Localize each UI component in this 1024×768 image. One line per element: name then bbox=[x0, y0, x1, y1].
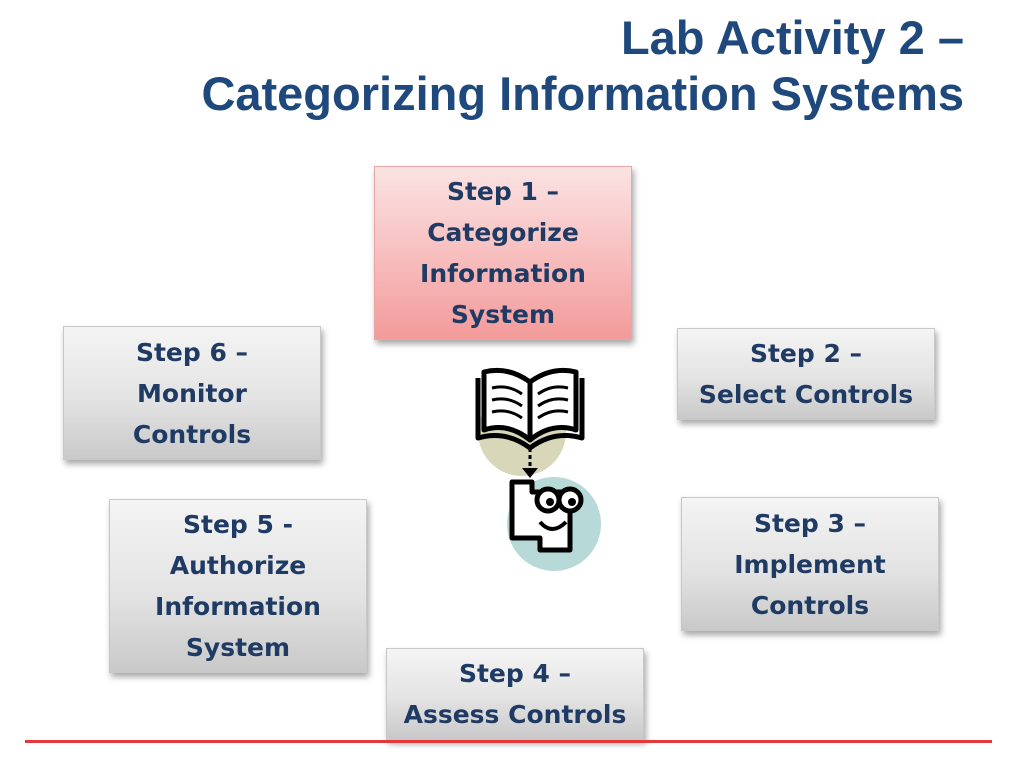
step-6-box: Step 6 – Monitor Controls bbox=[63, 326, 321, 460]
slide-title: Lab Activity 2 – Categorizing Informatio… bbox=[24, 10, 964, 122]
slide-title-line-2: Categorizing Information Systems bbox=[201, 67, 964, 120]
reading-clipart bbox=[475, 367, 601, 571]
reading-face-icon bbox=[509, 479, 584, 553]
slide-title-line-1: Lab Activity 2 – bbox=[620, 11, 964, 64]
book-text-lines bbox=[491, 385, 569, 420]
step-2-box: Step 2 – Select Controls bbox=[677, 328, 935, 420]
step-5-box: Step 5 - Authorize Information System bbox=[109, 499, 367, 673]
footer-divider bbox=[25, 740, 992, 743]
step-4-box: Step 4 – Assess Controls bbox=[386, 648, 644, 740]
arrow-down-icon bbox=[522, 448, 538, 478]
open-book-icon bbox=[475, 367, 585, 451]
step-1-box: Step 1 – Categorize Information System bbox=[374, 166, 632, 340]
step-3-box: Step 3 – Implement Controls bbox=[681, 497, 939, 631]
